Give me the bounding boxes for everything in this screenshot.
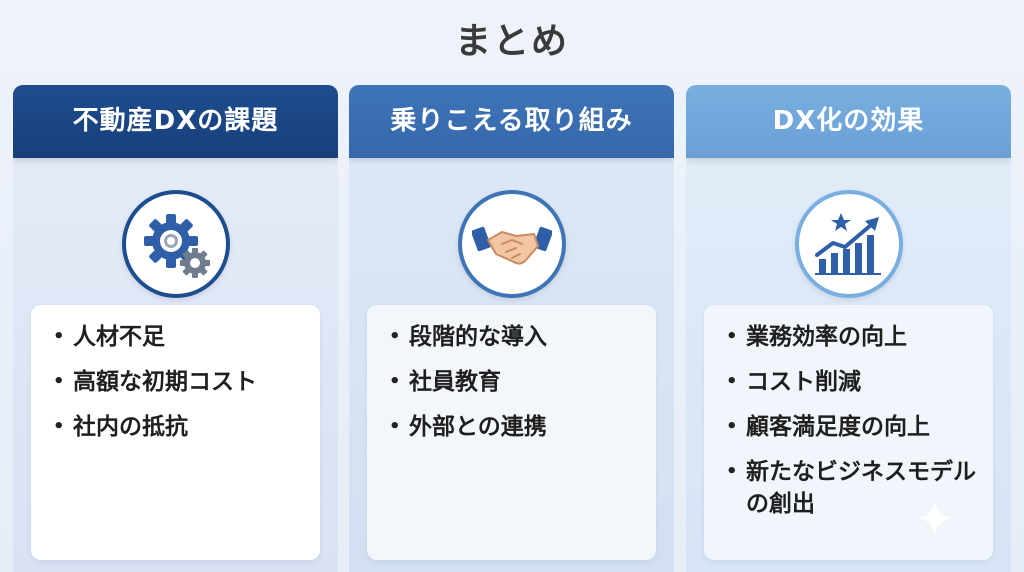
effects-card: 業務効率の向上 コスト削減 顧客満足度の向上 新たなビジネスモデルの創出 — [704, 305, 993, 560]
sparkle-icon — [917, 500, 953, 536]
challenges-column: 不動産DXの課題 — [13, 85, 338, 572]
list-item: 社内の抵抗 — [53, 411, 308, 443]
approach-heading: 乗りこえる取り組み — [349, 85, 674, 158]
approach-card: 段階的な導入 社員教育 外部との連携 — [367, 305, 656, 560]
list-item: コスト削減 — [726, 366, 981, 398]
list-item: 外部との連携 — [389, 411, 644, 443]
effects-list: 業務効率の向上 コスト削減 顧客満足度の向上 新たなビジネスモデルの創出 — [704, 305, 993, 520]
effects-heading: DX化の効果 — [686, 85, 1011, 158]
list-item: 新たなビジネスモデルの創出 — [726, 456, 981, 520]
page-title: まとめ — [454, 21, 569, 62]
challenges-heading: 不動産DXの課題 — [13, 85, 338, 158]
approach-list: 段階的な導入 社員教育 外部との連携 — [367, 305, 656, 443]
approach-column: 乗りこえる取り組み 段階的な導入 社員教育 外部との連携 — [349, 85, 674, 572]
list-item: 人材不足 — [53, 321, 308, 353]
gears-icon — [121, 190, 230, 298]
list-item: 社員教育 — [389, 366, 644, 398]
growth-chart-icon — [794, 190, 903, 298]
effects-column: DX化の効果 業務効率の向上 コスト削減 顧客満足度の向上 新たなビジネスモデル… — [686, 85, 1011, 572]
handshake-icon — [457, 190, 566, 298]
list-item: 高額な初期コスト — [53, 366, 308, 398]
list-item: 顧客満足度の向上 — [726, 411, 981, 443]
challenges-list: 人材不足 高額な初期コスト 社内の抵抗 — [31, 305, 320, 443]
list-item: 業務効率の向上 — [726, 321, 981, 353]
challenges-card: 人材不足 高額な初期コスト 社内の抵抗 — [31, 305, 320, 560]
list-item: 段階的な導入 — [389, 321, 644, 353]
